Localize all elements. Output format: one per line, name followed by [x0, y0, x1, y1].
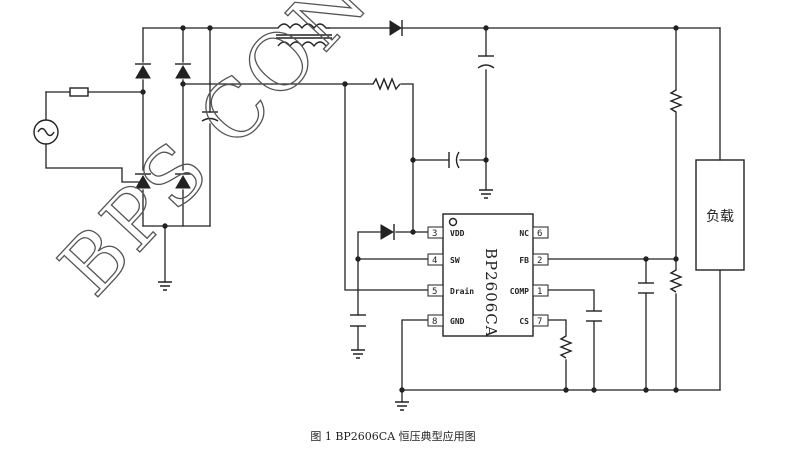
fb-capacitor-icon	[638, 282, 654, 294]
wire-r1	[344, 83, 414, 233]
pin-drain-label: Drain	[450, 286, 474, 296]
wires	[45, 27, 721, 403]
wire-vdd	[357, 231, 429, 351]
load-label: 负载	[706, 209, 734, 225]
mid-capacitor-icon	[448, 151, 460, 169]
pin-vdd-label: VDD	[450, 229, 465, 238]
divider-resistor-bottom-icon	[669, 269, 683, 293]
watermark: BPS CONN	[43, 0, 436, 313]
comp-capacitor-icon	[586, 310, 602, 322]
pin-comp-number: 1	[537, 287, 542, 297]
pin-cs-label: CS	[519, 317, 529, 326]
pin1-marker-icon	[448, 217, 458, 227]
pin-fb-label: FB	[519, 256, 529, 265]
pin-drain-number: 5	[432, 287, 437, 297]
input-capacitor-icon	[201, 111, 219, 122]
pin-fb-number: 2	[537, 256, 542, 266]
cs-resistor-icon	[559, 335, 573, 359]
wire-comp	[547, 289, 595, 391]
pin-nc-number: 6	[537, 229, 542, 239]
bridge-diode-icon	[135, 63, 191, 189]
chip-part-number: BP2606CA	[482, 248, 500, 338]
divider-resistor-top-icon	[669, 89, 683, 113]
pin-gnd-number: 8	[432, 317, 437, 327]
figure-caption: 图 1 BP2606CA 恒压典型应用图	[310, 429, 475, 443]
pin-comp-label: COMP	[510, 287, 529, 296]
wire-ac-bottom	[45, 91, 144, 183]
resistor-r1-icon	[372, 77, 401, 91]
junctions	[140, 25, 679, 393]
fuse-icon	[69, 87, 89, 97]
wire-bottom-ground-rail	[401, 389, 721, 403]
pin-nc-label: NC	[519, 229, 529, 238]
output-capacitor-icon	[477, 55, 495, 69]
ac-source-icon	[33, 119, 59, 145]
wire-cs	[547, 319, 567, 391]
chip-bp2606ca: BP2606CA 3 VDD 4 SW 5 Drain 8 GND 6 NC 2…	[427, 213, 549, 338]
output-diode-icon	[389, 20, 403, 36]
pin-sw-label: SW	[450, 256, 460, 265]
pin-cs-number: 7	[537, 317, 542, 327]
pin-sw-number: 4	[432, 256, 437, 266]
wire-drain-rail	[182, 83, 429, 291]
vdd-capacitor-icon	[350, 314, 366, 327]
ground-icon	[158, 189, 493, 411]
pin-gnd-label: GND	[450, 317, 465, 326]
load-box	[695, 159, 745, 271]
wire-gnd-pin	[401, 319, 429, 391]
pin-vdd-number: 3	[432, 229, 437, 239]
vdd-diode-icon	[380, 224, 395, 240]
coupled-inductor-icon	[276, 23, 332, 48]
